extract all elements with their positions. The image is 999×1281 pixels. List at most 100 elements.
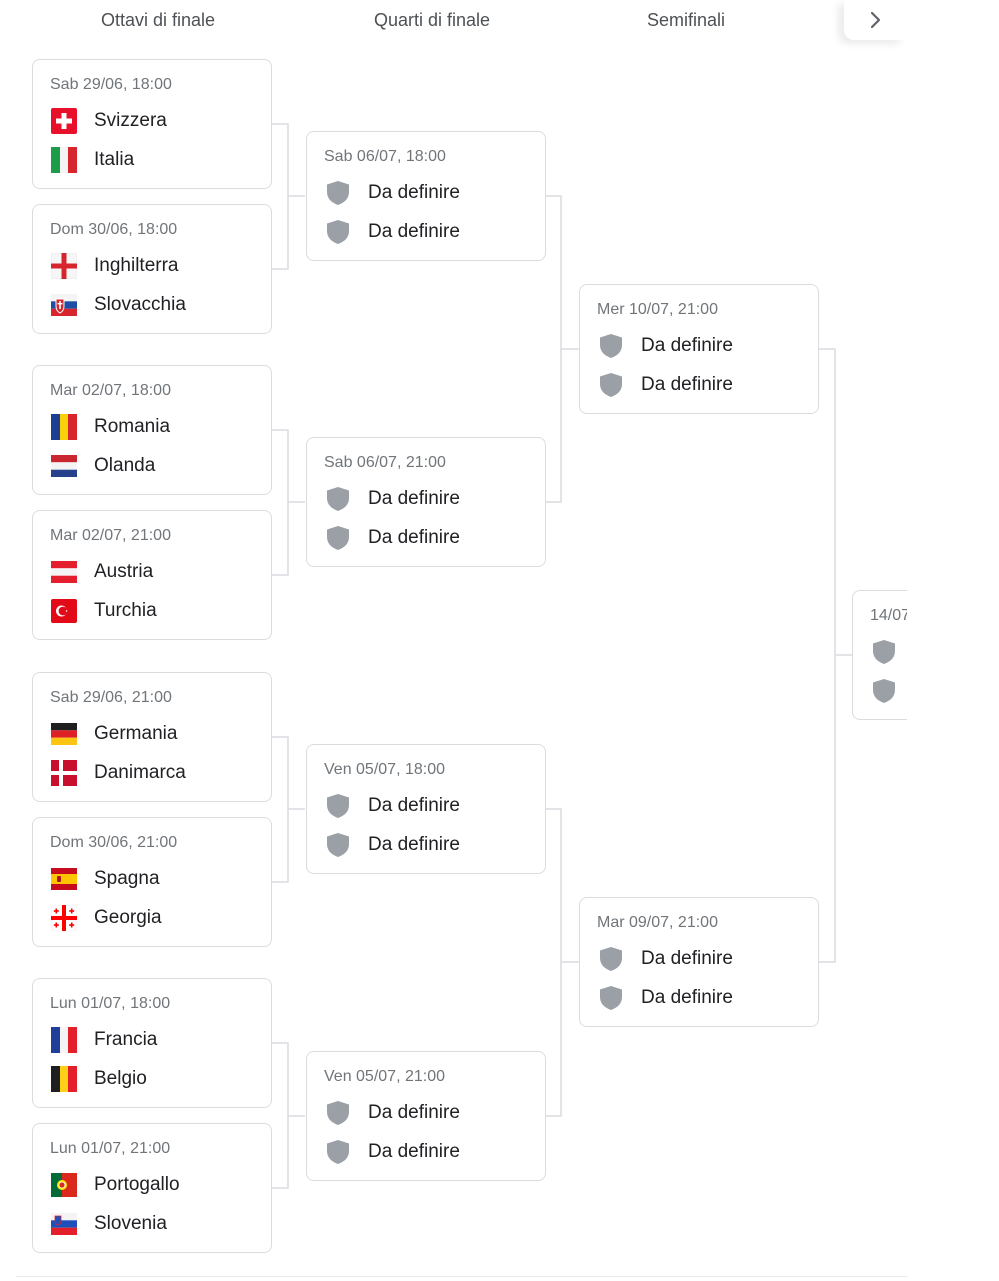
team-row: Spagna [50, 865, 160, 893]
match-date: 14/07 [870, 607, 907, 624]
shield-icon [597, 371, 625, 399]
team-name: Francia [94, 1029, 158, 1050]
team-row: Da definire [324, 1099, 460, 1127]
team-row: Germania [50, 720, 177, 748]
shield-icon [324, 524, 352, 552]
team-row: Slovacchia [50, 291, 186, 319]
team-row: Da definire [597, 332, 733, 360]
match-card-qf-3[interactable]: Ven 05/07, 18:00 Da definire Da definire [306, 744, 546, 874]
team-name: Portogallo [94, 1174, 180, 1195]
match-date: Sab 29/06, 18:00 [50, 76, 172, 93]
slovakia-flag-icon [50, 291, 78, 319]
team-name: Austria [94, 561, 154, 582]
romania-flag-icon [50, 413, 78, 441]
match-date: Sab 29/06, 21:00 [50, 689, 172, 706]
team-row: Da definire [324, 524, 460, 552]
rounds-header: Ottavi di finale Quarti di finale Semifi… [0, 0, 999, 44]
team-name: Da definire [368, 527, 460, 548]
final-card-clip: 14/07 [852, 590, 907, 720]
match-card-sf-2[interactable]: Mar 09/07, 21:00 Da definire Da definire [579, 897, 819, 1027]
team-name: Da definire [368, 221, 460, 242]
team-row: Austria [50, 558, 153, 586]
team-row: Portogallo [50, 1171, 180, 1199]
match-card-r16-6[interactable]: Dom 30/06, 21:00 Spagna Georgia [32, 817, 272, 947]
round-title-round-of-16[interactable]: Ottavi di finale [100, 10, 216, 30]
match-card-qf-4[interactable]: Ven 05/07, 21:00 Da definire Da definire [306, 1051, 546, 1181]
match-card-qf-1[interactable]: Sab 06/07, 18:00 Da definire Da definire [306, 131, 546, 261]
team-name: Slovenia [94, 1213, 167, 1234]
match-card-r16-5[interactable]: Sab 29/06, 21:00 Germania Danimarca [32, 672, 272, 802]
team-row: Slovenia [50, 1210, 167, 1238]
team-name: Da definire [641, 987, 733, 1008]
shield-icon [324, 1099, 352, 1127]
shield-icon [597, 945, 625, 973]
team-name: Da definire [368, 795, 460, 816]
team-name: Da definire [641, 948, 733, 969]
team-name: Da definire [368, 1102, 460, 1123]
team-row: Georgia [50, 904, 162, 932]
team-row: Romania [50, 413, 170, 441]
team-name: Belgio [94, 1068, 147, 1089]
next-rounds-button[interactable] [844, 0, 906, 40]
germany-flag-icon [50, 720, 78, 748]
shield-icon [324, 485, 352, 513]
team-name: Italia [94, 149, 135, 170]
team-name: Germania [94, 723, 178, 744]
belgium-flag-icon [50, 1065, 78, 1093]
team-name: Da definire [641, 374, 733, 395]
team-name: Slovacchia [94, 294, 186, 315]
italy-flag-icon [50, 146, 78, 174]
match-card-r16-1[interactable]: Sab 29/06, 18:00 Svizzera Italia [32, 59, 272, 189]
team-row: Da definire [597, 945, 733, 973]
team-name: Olanda [94, 455, 156, 476]
team-row: Da definire [324, 792, 460, 820]
match-date: Mer 10/07, 21:00 [597, 301, 718, 318]
team-name: Da definire [368, 488, 460, 509]
netherlands-flag-icon [50, 452, 78, 480]
team-row: Francia [50, 1026, 157, 1054]
turkey-flag-icon [50, 597, 78, 625]
england-flag-icon [50, 252, 78, 280]
shield-icon [597, 332, 625, 360]
round-title-quarter-finals[interactable]: Quarti di finale [373, 10, 491, 30]
match-date: Mar 02/07, 18:00 [50, 382, 171, 399]
match-card-r16-4[interactable]: Mar 02/07, 21:00 Austria Turchia [32, 510, 272, 640]
georgia-flag-icon [50, 904, 78, 932]
team-row: Italia [50, 146, 134, 174]
team-name: Da definire [368, 834, 460, 855]
france-flag-icon [50, 1026, 78, 1054]
team-row: Da definire [597, 371, 733, 399]
match-card-final[interactable]: 14/07 [852, 590, 907, 720]
spain-flag-icon [50, 865, 78, 893]
shield-icon [324, 218, 352, 246]
team-row: Svizzera [50, 107, 167, 135]
match-card-r16-7[interactable]: Lun 01/07, 18:00 Francia Belgio [32, 978, 272, 1108]
shield-icon [870, 677, 898, 705]
team-row: Da definire [324, 179, 460, 207]
team-row [870, 677, 898, 705]
team-row: Inghilterra [50, 252, 179, 280]
match-card-r16-3[interactable]: Mar 02/07, 18:00 Romania Olanda [32, 365, 272, 495]
match-card-qf-2[interactable]: Sab 06/07, 21:00 Da definire Da definire [306, 437, 546, 567]
shield-icon [870, 638, 898, 666]
match-date: Sab 06/07, 18:00 [324, 148, 446, 165]
team-row: Da definire [324, 1138, 460, 1166]
slovenia-flag-icon [50, 1210, 78, 1238]
team-row: Turchia [50, 597, 157, 625]
round-title-semi-finals[interactable]: Semifinali [646, 10, 726, 30]
team-name: Da definire [368, 1141, 460, 1162]
match-date: Ven 05/07, 18:00 [324, 761, 445, 778]
shield-icon [324, 1138, 352, 1166]
team-row: Da definire [597, 984, 733, 1012]
team-row: Olanda [50, 452, 155, 480]
match-card-r16-2[interactable]: Dom 30/06, 18:00 Inghilterra Slovacchia [32, 204, 272, 334]
team-name: Turchia [94, 600, 157, 621]
bottom-divider [16, 1276, 908, 1277]
shield-icon [597, 984, 625, 1012]
match-date: Dom 30/06, 21:00 [50, 834, 178, 851]
match-card-r16-8[interactable]: Lun 01/07, 21:00 Portogallo Slovenia [32, 1123, 272, 1253]
match-card-sf-1[interactable]: Mer 10/07, 21:00 Da definire Da definire [579, 284, 819, 414]
match-date: Lun 01/07, 21:00 [50, 1140, 171, 1157]
team-name: Svizzera [94, 110, 167, 131]
